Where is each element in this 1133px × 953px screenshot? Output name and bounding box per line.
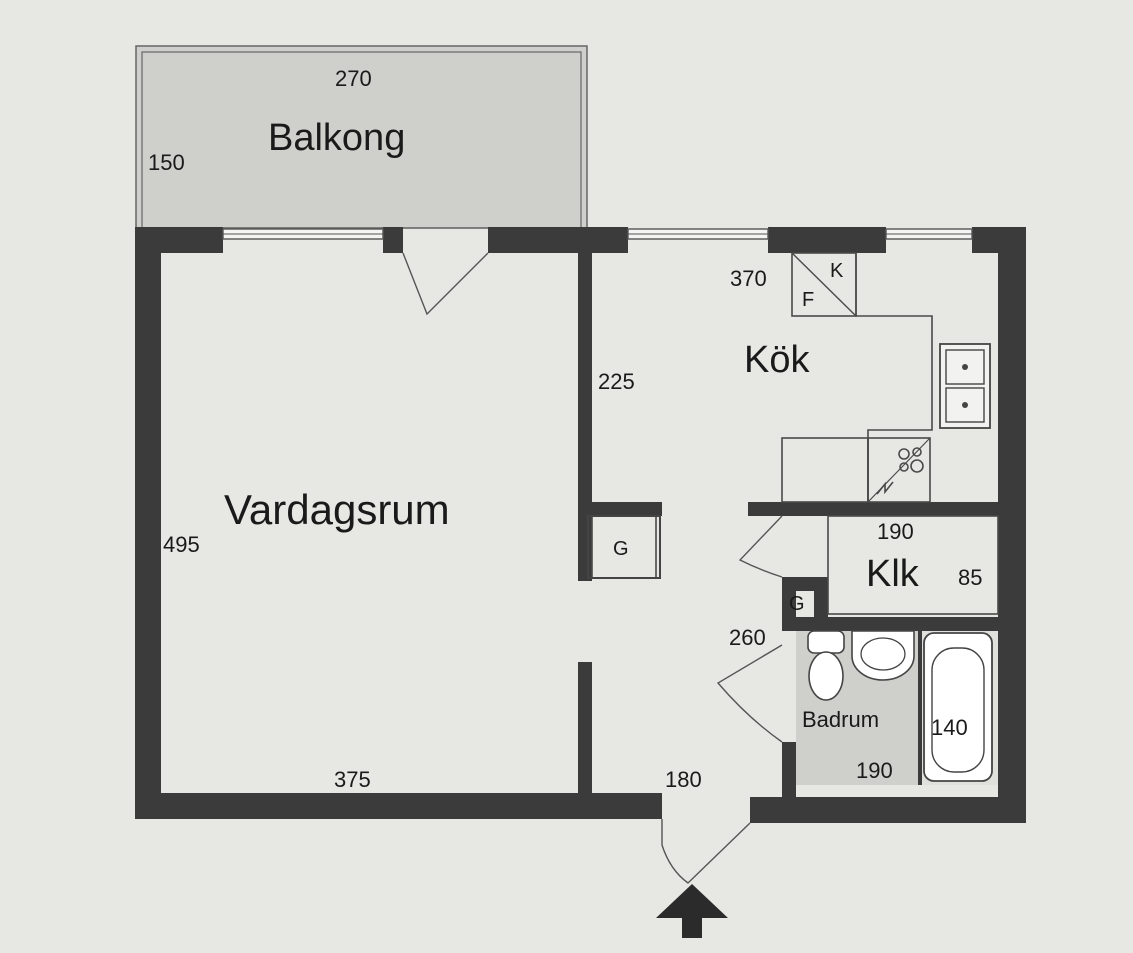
wardrobe-1 bbox=[587, 515, 661, 579]
balcony-floor bbox=[135, 45, 588, 229]
balcony-name-label: Balkong bbox=[268, 117, 405, 159]
hall-depth-label: 260 bbox=[729, 625, 766, 650]
kitchen-width-label: 370 bbox=[730, 266, 767, 291]
kitchen-name-label: Kök bbox=[744, 339, 810, 381]
stove-burner bbox=[898, 448, 910, 460]
bathroom-door bbox=[716, 644, 783, 743]
kitchen-cabinet bbox=[781, 437, 869, 503]
bathroom-fixtures bbox=[807, 630, 993, 782]
wall-wardrobe-2-right bbox=[814, 577, 828, 617]
bathtub bbox=[923, 632, 993, 782]
closet-depth-label: 85 bbox=[958, 565, 982, 590]
windows bbox=[222, 228, 973, 240]
kitchen-depth-label: 225 bbox=[598, 369, 635, 394]
arrow-up-icon bbox=[656, 884, 728, 938]
labels: 270 Balkong 150 Vardagsrum 495 375 370 K… bbox=[148, 66, 982, 792]
wardrobe-2-label: G bbox=[789, 593, 805, 615]
wall-bathroom-top bbox=[782, 617, 998, 631]
kitchen-fittings bbox=[781, 252, 991, 503]
wall-kitchen-closet bbox=[748, 502, 998, 516]
freezer-label: K bbox=[830, 260, 844, 282]
closet-outline bbox=[827, 515, 999, 615]
stove-burner bbox=[910, 459, 924, 473]
balcony-width-label: 270 bbox=[335, 66, 372, 91]
stove bbox=[867, 437, 931, 503]
wardrobe-1-label: G bbox=[613, 538, 629, 560]
wall-top-pier-1 bbox=[383, 227, 403, 253]
wall-living-hall bbox=[578, 662, 592, 795]
bathroom-width-label: 190 bbox=[856, 758, 893, 783]
living-room-name-label: Vardagsrum bbox=[224, 486, 450, 533]
balcony-railing bbox=[141, 51, 582, 229]
wall-living-kitchen bbox=[578, 253, 592, 581]
wall-wardrobe-2-left bbox=[782, 577, 796, 617]
wall-bath-partition bbox=[918, 631, 922, 785]
wall-left bbox=[135, 227, 161, 819]
balcony bbox=[135, 45, 588, 229]
wall-right bbox=[998, 227, 1026, 823]
fridge-freezer bbox=[791, 252, 857, 317]
closet-name-label: Klk bbox=[866, 553, 920, 595]
wall-top-middle bbox=[488, 227, 628, 253]
toilet-tank bbox=[807, 630, 845, 654]
closet-door bbox=[738, 515, 783, 578]
hall-width-label: 180 bbox=[665, 767, 702, 792]
wall-top-pier-2 bbox=[768, 227, 886, 253]
closet-width-label: 190 bbox=[877, 519, 914, 544]
toilet-bowl bbox=[808, 651, 844, 701]
wall-bathroom-left bbox=[782, 742, 796, 797]
doors bbox=[402, 252, 783, 884]
living-room-height-label: 495 bbox=[163, 532, 200, 557]
balcony-door bbox=[402, 252, 489, 316]
sink bbox=[939, 343, 991, 429]
oven-symbol bbox=[876, 481, 894, 495]
wall-bottom-left bbox=[135, 793, 662, 819]
balcony-depth-label: 150 bbox=[148, 150, 185, 175]
bathroom-depth-label: 140 bbox=[931, 715, 968, 740]
wall-wardrobe-top bbox=[592, 502, 662, 516]
living-room-width-label: 375 bbox=[334, 767, 371, 792]
wall-bottom-right bbox=[750, 797, 1026, 823]
stove-burner bbox=[899, 462, 909, 472]
stove-burner bbox=[912, 447, 922, 457]
fridge-label: F bbox=[802, 289, 814, 311]
outer-walls bbox=[135, 227, 1026, 823]
entrance-door bbox=[661, 819, 751, 884]
bathroom-name-label: Badrum bbox=[802, 707, 879, 732]
interior-walls bbox=[578, 253, 998, 797]
